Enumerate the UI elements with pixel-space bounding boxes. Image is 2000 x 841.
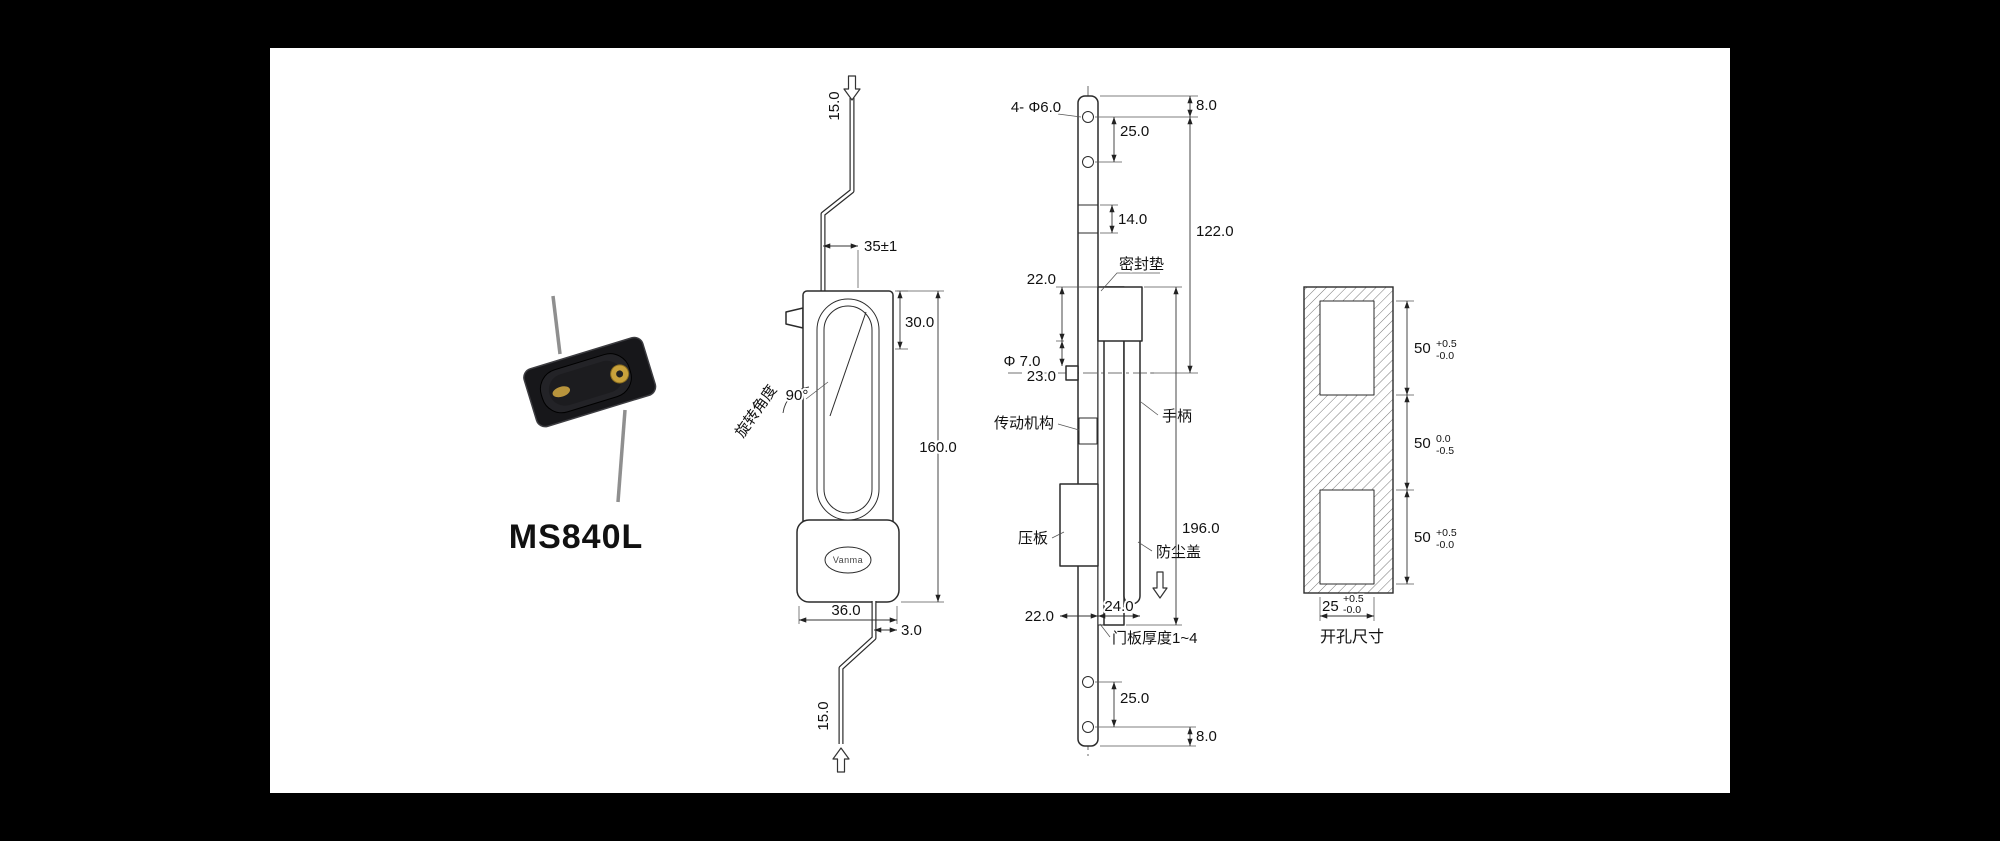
dim-plate-depth: 22.0 [1025, 608, 1054, 625]
dim-section-3-tol-bottom: -0.0 [1436, 539, 1454, 551]
dim-top-width: 35±1 [864, 238, 897, 255]
dim-section-3-tol-top: +0.5 [1436, 527, 1457, 539]
cutout-title: 开孔尺寸 [1320, 628, 1384, 646]
dim-rod-travel-bottom: 15.0 [815, 701, 832, 730]
rod-travel-arrow-bottom-icon [832, 747, 850, 773]
product-photo [523, 295, 657, 503]
dim-rod-travel-top: 15.0 [826, 91, 843, 120]
side-view: 4- Φ6.0 25.0 8.0 122.0 14.0 22.0 23.0 Φ … [992, 86, 1236, 756]
cutout-hole-bottom [1319, 489, 1375, 585]
brand-badge [552, 386, 571, 398]
cutout-view: 50 +0.5 -0.0 50 0.0 -0.5 50 +0.5 -0.0 25… [1303, 286, 1458, 646]
dim-end-margin-bottom: 8.0 [1196, 728, 1217, 745]
front-view: 15.0 Vanma 15.0 35±1 30.0 160.0 [730, 75, 959, 773]
dim-upper-length: 122.0 [1196, 223, 1234, 240]
dim-upper-height: 30.0 [905, 314, 934, 331]
rod-travel-arrow-top-icon [843, 75, 861, 101]
dim-section-1: 50 [1414, 340, 1431, 357]
drawing-sheet [270, 48, 1730, 793]
brand-oval [824, 546, 872, 574]
dim-section-2: 50 [1414, 435, 1431, 452]
label-handle: 手柄 [1162, 408, 1192, 425]
dim-section-2-tol-bottom: -0.5 [1436, 445, 1454, 457]
dim-section-3: 50 [1414, 529, 1431, 546]
dim-total-height: 160.0 [919, 439, 957, 456]
dust-cover-arrow-icon [1152, 571, 1168, 599]
latch [785, 307, 804, 329]
dim-mounting-holes: 4- Φ6.0 [1011, 99, 1061, 116]
side-view-dimensions: 4- Φ6.0 25.0 8.0 122.0 14.0 22.0 23.0 Φ … [992, 95, 1236, 747]
label-transmission: 传动机构 [994, 415, 1054, 432]
mount-hole [1082, 156, 1094, 168]
cutout-dimensions: 50 +0.5 -0.0 50 0.0 -0.5 50 +0.5 -0.0 25… [1319, 300, 1458, 621]
label-seal-gasket: 密封垫 [1119, 256, 1164, 273]
mount-hole [1082, 676, 1094, 688]
dim-shaft-offset: 23.0 [1027, 368, 1056, 385]
label-pressure-plate: 压板 [1018, 529, 1048, 547]
mount-hole [1082, 111, 1094, 123]
lock-head-side [1097, 286, 1143, 342]
transmission-mechanism [1078, 417, 1098, 445]
dim-bottom-width: 36.0 [831, 602, 860, 619]
dim-hole-pitch-bottom: 25.0 [1120, 690, 1149, 707]
label-door-thickness: 门板厚度1~4 [1112, 629, 1197, 647]
dim-end-margin-top: 8.0 [1196, 97, 1217, 114]
dim-head-height: 22.0 [1027, 271, 1056, 288]
cutout-hole-top [1319, 300, 1375, 396]
dim-rotation-angle: 90° [786, 387, 809, 404]
dim-hole-pitch-top: 25.0 [1120, 123, 1149, 140]
dim-cutout-width-tol-bottom: -0.0 [1343, 604, 1361, 616]
dim-shaft-diameter: Φ 7.0 [1004, 353, 1041, 370]
pressure-plate [1059, 483, 1099, 567]
dim-section-2-tol-top: 0.0 [1436, 433, 1451, 445]
handle-front [823, 305, 873, 514]
dim-cutout-width: 25 [1322, 598, 1339, 615]
keyhole-icon [616, 370, 624, 378]
brand-text: Vanma [833, 555, 863, 565]
label-dust-cover: 防尘盖 [1156, 544, 1201, 561]
handle [548, 360, 623, 406]
dim-section-1-tol-bottom: -0.0 [1436, 350, 1454, 362]
dim-rod-offset: 3.0 [901, 622, 922, 639]
mount-hole [1082, 721, 1094, 733]
dim-cutout-width-tol-top: +0.5 [1343, 593, 1364, 605]
shaft [1065, 365, 1079, 381]
product-model-label: MS840L [509, 518, 644, 556]
dim-section-1-tol-top: +0.5 [1436, 338, 1457, 350]
dim-guide-length: 14.0 [1118, 211, 1147, 228]
dim-body-depth: 24.0 [1104, 598, 1133, 615]
dim-body-length: 196.0 [1182, 520, 1220, 537]
